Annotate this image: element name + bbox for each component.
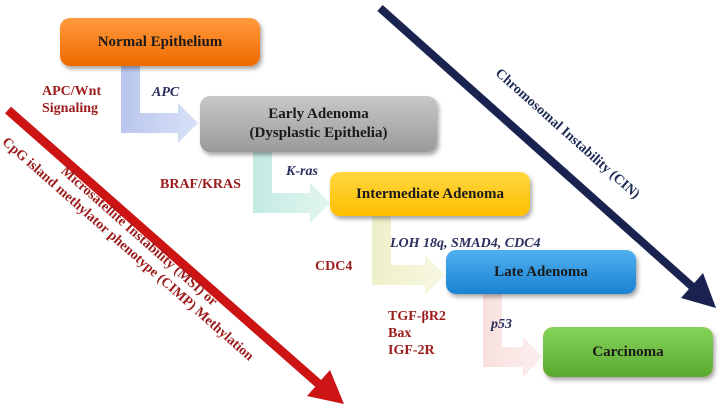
stage-normal-label: Normal Epithelium [97,33,223,50]
stage-intermediate-adenoma: Intermediate Adenoma [330,172,530,216]
gene-apc: APC [152,85,180,100]
cin-arrow-shaft [377,5,699,293]
stage-carcinoma: Carcinoma [543,327,713,377]
stage-early-label-line1: Early Adenoma [268,106,369,123]
gene-kras: K-ras [286,164,318,179]
label-apc-wnt-line1: APC/Wnt [42,84,102,99]
label-tgf-br2: TGF-βR2 [388,309,446,324]
elbow-arrow-1 [121,66,198,143]
label-mutations-group: TGF-βR2 Bax IGF-2R [388,309,446,359]
elbow-arrow-3 [372,216,445,295]
stage-late-adenoma: Late Adenoma [446,250,636,294]
stage-carcinoma-label: Carcinoma [592,343,664,360]
stage-intermediate-label: Intermediate Adenoma [356,185,504,202]
elbow-arrow-2 [253,152,330,223]
label-igf-2r: IGF-2R [388,342,435,358]
label-bax: Bax [388,325,412,341]
label-cdc4: CDC4 [315,259,353,274]
elbow-arrow-4 [483,294,543,377]
stage-early-adenoma: Early Adenoma (Dysplastic Epithelia) [200,96,437,152]
label-apc-wnt-line2: Signaling [42,100,99,116]
cin-arrow-head [681,273,716,308]
stage-early-label-line2: (Dysplastic Epithelia) [249,125,388,141]
label-braf-kras: BRAF/KRAS [160,177,241,192]
label-apc-wnt: APC/Wnt Signaling [42,84,101,118]
stage-late-label: Late Adenoma [494,263,588,280]
msi-arrow-head [307,370,344,404]
gene-p53: p53 [491,317,512,332]
gene-loh-smad4-cdc4: LOH 18q, SMAD4, CDC4 [390,236,541,251]
msi-arrow-shaft [5,106,323,389]
stage-normal-epithelium: Normal Epithelium [60,18,260,66]
